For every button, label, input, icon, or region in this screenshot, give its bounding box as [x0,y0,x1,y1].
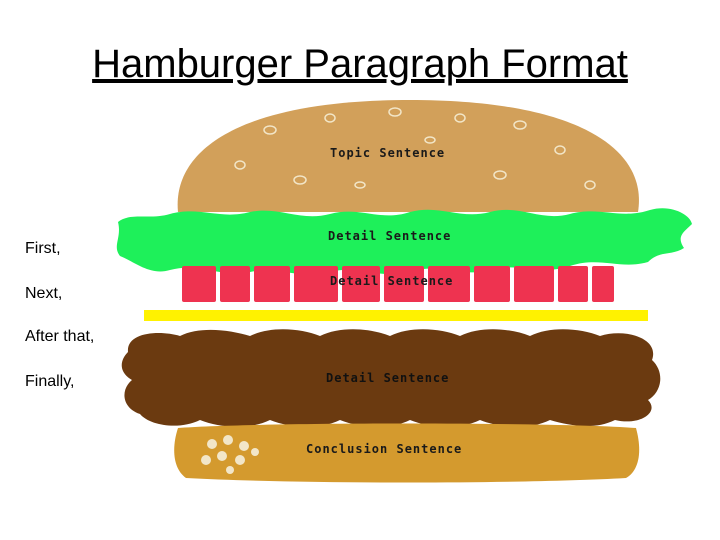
lettuce [116,208,693,275]
transition-first: First, [25,240,61,257]
topic-sentence-label: Topic Sentence [330,146,445,160]
conclusion-sentence-label: Conclusion Sentence [306,442,462,456]
transition-next: Next, [25,285,63,302]
tomato [182,266,614,302]
transition-finally: Finally, [25,373,75,390]
cheese [144,310,648,321]
bun-seeds [201,435,259,474]
transition-after-that: After that, [25,328,95,345]
tomato-detail-label: Detail Sentence [330,274,453,288]
bottom-bun [174,423,640,483]
lettuce-detail-label: Detail Sentence [328,229,451,243]
patty [121,329,661,427]
patty-detail-label: Detail Sentence [326,371,449,385]
page-title: Hamburger Paragraph Format [92,42,628,86]
sesame-seeds [234,107,596,190]
